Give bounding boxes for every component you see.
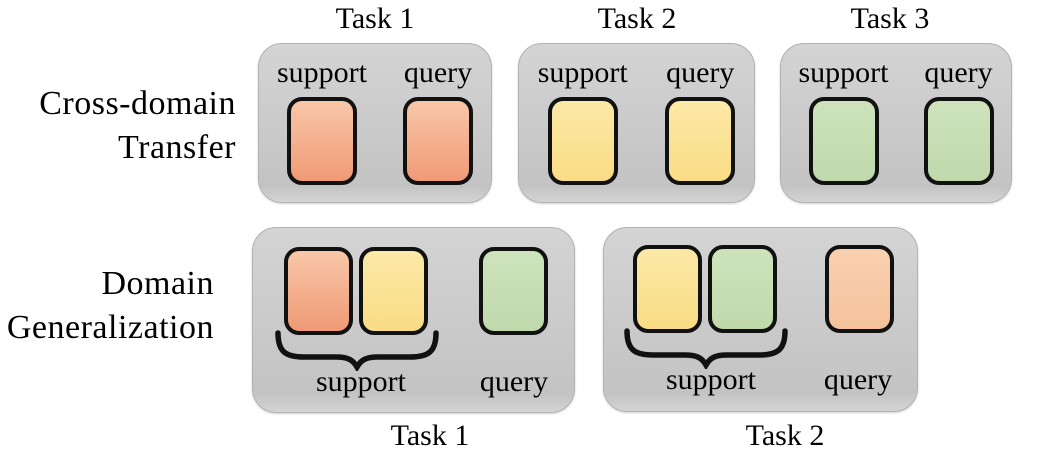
support-sample-chip-1 — [284, 247, 353, 335]
cdt-task1-title: Task 1 — [335, 2, 415, 35]
row-label-line2: Transfer — [118, 129, 236, 167]
support-sample-chip-2 — [708, 245, 777, 333]
cdt-task2-box: support query — [518, 43, 755, 203]
row-label-line1: Domain — [101, 265, 214, 302]
support-label: support — [316, 365, 406, 398]
query-sample-chip — [403, 97, 473, 185]
support-label: support — [666, 363, 756, 396]
query-column: query — [403, 56, 473, 185]
query-sample-chip — [479, 247, 548, 335]
query-label: query — [403, 56, 473, 89]
support-column: support — [538, 56, 628, 185]
support-sample-chip — [547, 97, 618, 185]
query-sample-chip — [923, 97, 994, 185]
support-column: support — [277, 56, 367, 185]
support-column: support — [799, 56, 889, 185]
query-sample-chip — [825, 245, 894, 333]
underbrace-icon — [624, 328, 788, 369]
dg-task1-box: support query — [252, 227, 575, 413]
support-label: support — [537, 56, 628, 89]
query-column: query — [923, 56, 994, 185]
underbrace-icon — [275, 330, 439, 371]
support-label: support — [277, 56, 367, 89]
dg-task2-title: Task 2 — [745, 419, 825, 452]
support-sample-chip-2 — [359, 247, 428, 335]
dg-task2-box: support query — [603, 227, 918, 412]
row-label-cross-domain-transfer: Cross-domain Transfer — [0, 82, 236, 170]
support-sample-chip-1 — [633, 245, 702, 333]
query-label: query — [479, 365, 549, 398]
cdt-task2-title: Task 2 — [597, 2, 677, 35]
cdt-task1-box: support query — [258, 43, 492, 203]
row-label-line2: Generalization — [6, 309, 214, 347]
query-label: query — [666, 56, 735, 89]
query-column: query — [665, 56, 736, 185]
support-sample-chip — [808, 97, 879, 185]
dg-task1-title: Task 1 — [390, 419, 470, 452]
support-label: support — [798, 56, 889, 89]
cdt-task3-box: support query — [780, 43, 1012, 203]
row-label-line1: Cross-domain — [39, 85, 236, 122]
support-sample-chip — [287, 97, 357, 185]
query-label: query — [823, 363, 893, 396]
query-sample-chip — [665, 97, 736, 185]
query-label: query — [924, 56, 993, 89]
row-label-domain-generalization: Domain Generalization — [0, 262, 214, 350]
cdt-task3-title: Task 3 — [850, 2, 930, 35]
